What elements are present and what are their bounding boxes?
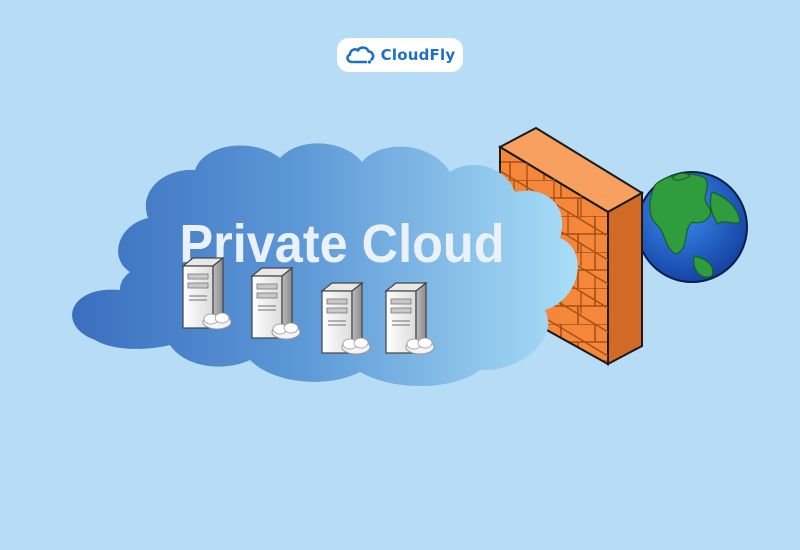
server-icon-4: [384, 281, 435, 355]
brand-name: CloudFly: [380, 46, 456, 64]
brand-logo-badge: CloudFly: [337, 38, 463, 72]
cloud-logo-icon: [345, 46, 375, 64]
globe-icon: [636, 171, 748, 283]
server-icon-3: [320, 281, 371, 355]
private-cloud-title: Private Cloud: [180, 214, 505, 274]
server-icon-1: [181, 256, 232, 330]
server-icon-2: [250, 266, 301, 340]
